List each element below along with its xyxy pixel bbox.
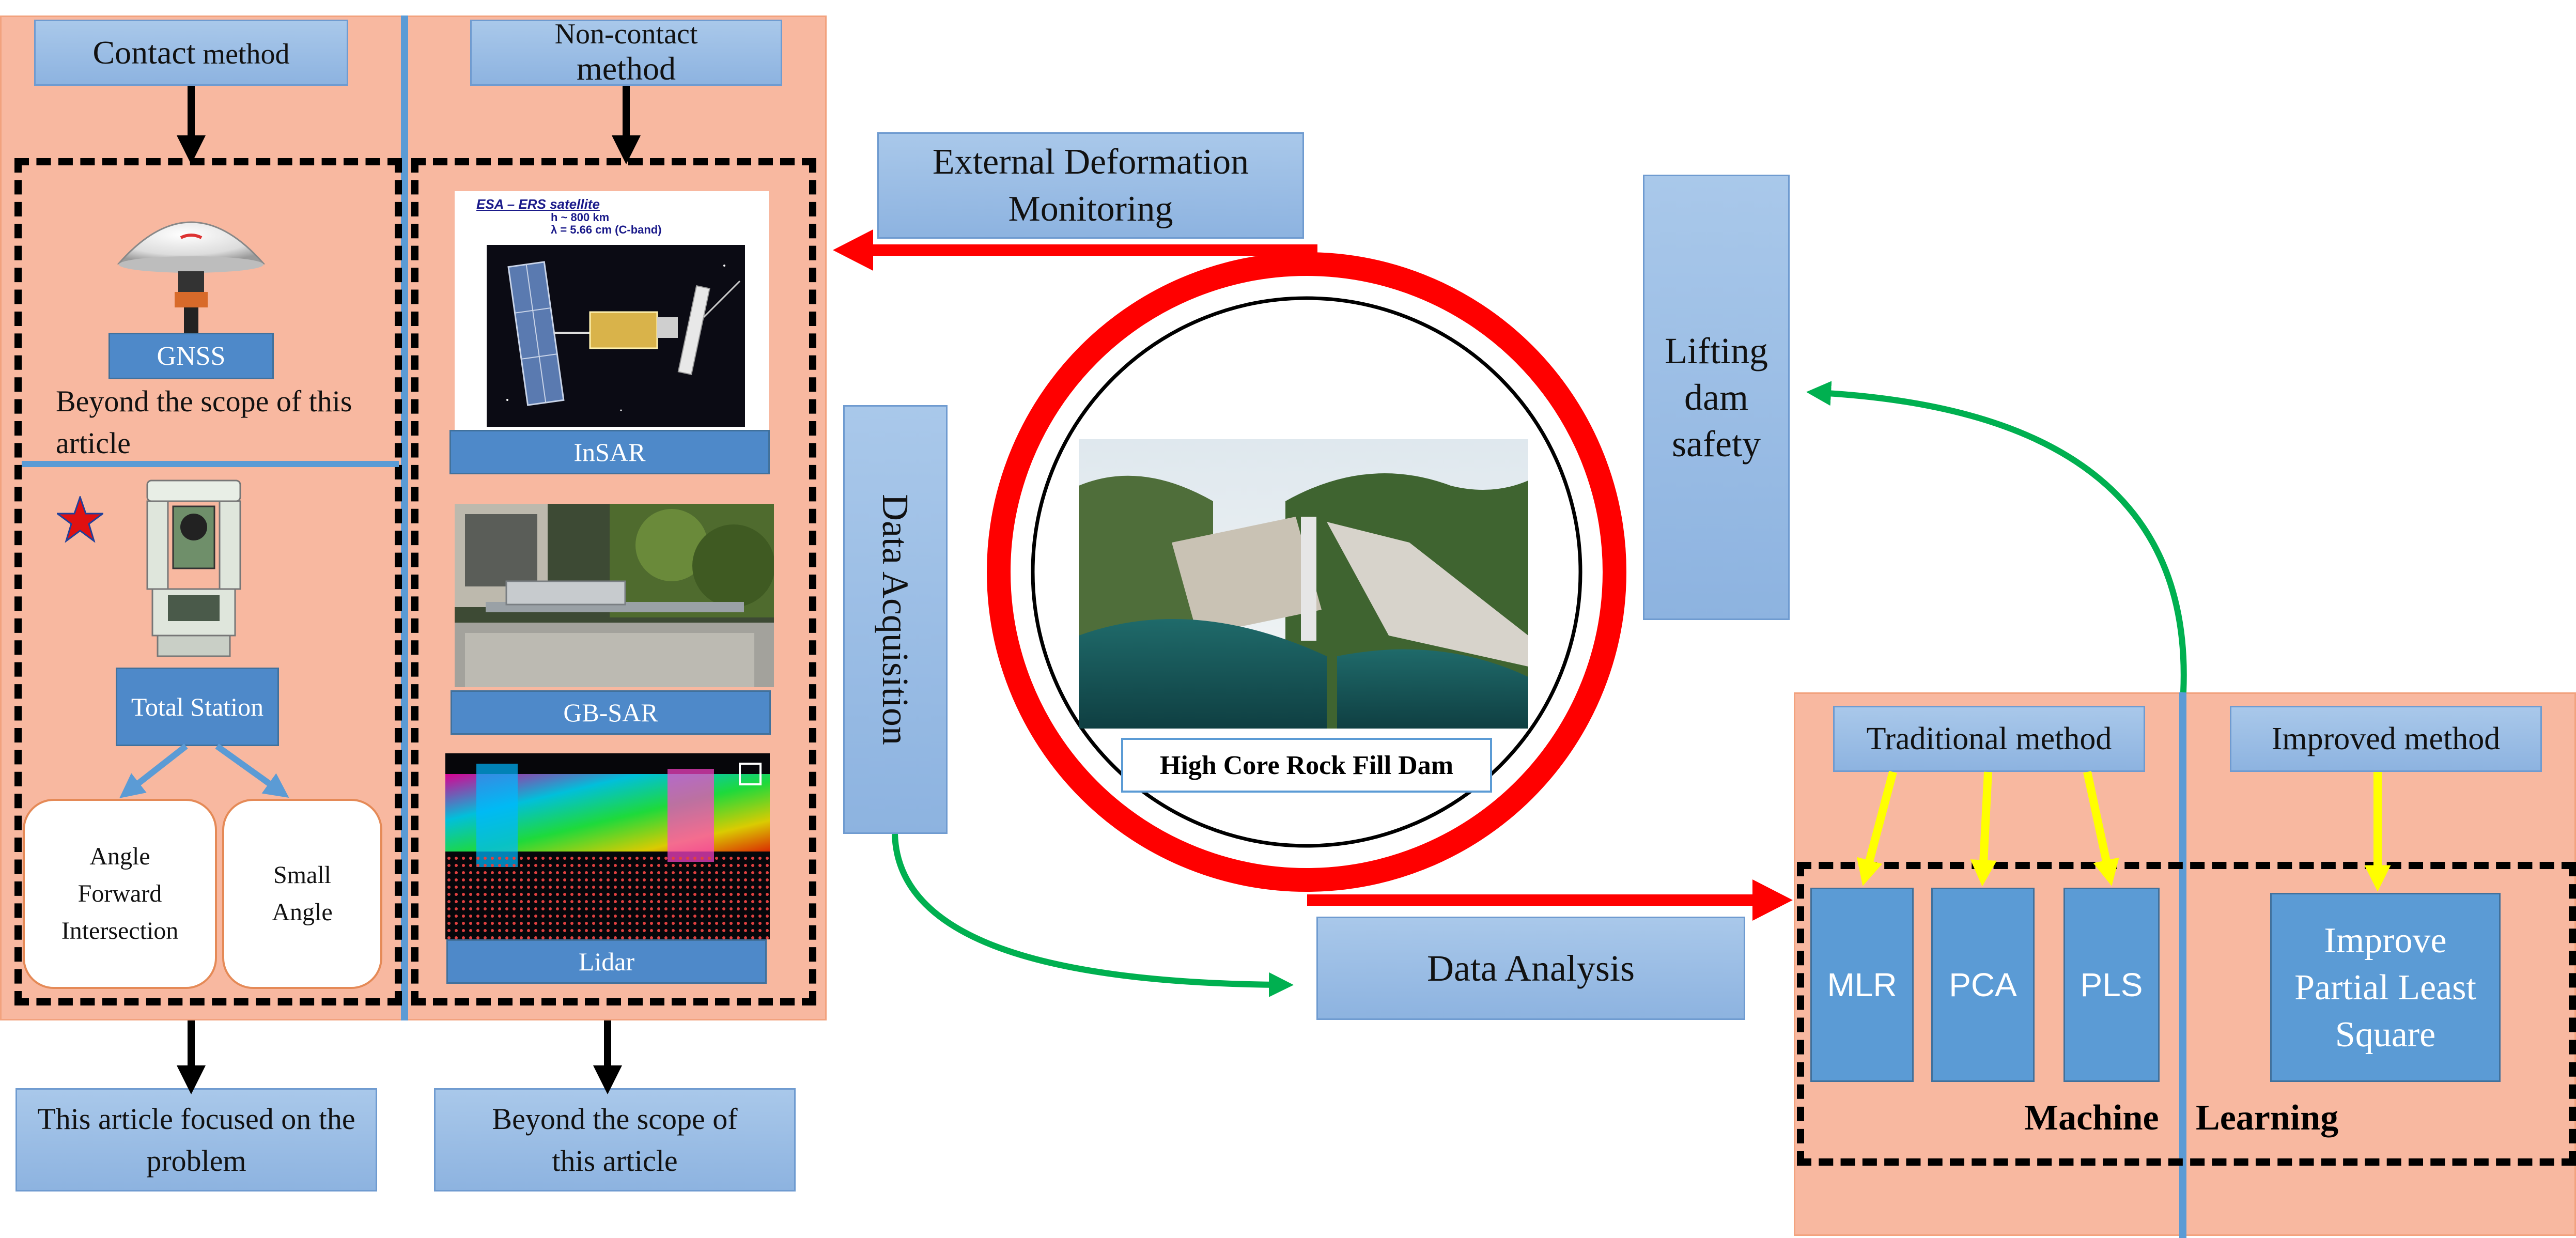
arrow-head-machine-learning (1752, 879, 1793, 921)
gbsar-label-text: GB-SAR (563, 698, 658, 727)
left-vertical-divider (401, 16, 408, 1020)
gbsar-image (455, 504, 774, 687)
arrow-to-angle-forward (119, 744, 188, 798)
learning-label: Learning (2196, 1098, 2339, 1138)
improved-method-header: Improved method (2230, 706, 2542, 772)
insar-label: InSAR (449, 430, 770, 474)
article-focus-text: This article focused on the problem (37, 1102, 355, 1178)
gnss-label-text: GNSS (157, 341, 226, 371)
right-vertical-divider (2179, 692, 2186, 1238)
total-station-label-text: Total Station (131, 692, 264, 721)
lidar-label-text: Lidar (578, 947, 635, 976)
data-acquisition-box: Data Acquisition (843, 405, 948, 834)
insar-image-title: ESA – ERS satellite (476, 196, 600, 212)
contact-header-main: Contact (92, 34, 196, 71)
star-icon (57, 496, 103, 543)
insar-image-line2: λ = 5.66 cm (C-band) (551, 223, 662, 236)
dam-label: High Core Rock Fill Dam (1121, 738, 1492, 793)
lidar-point-cloud-image (445, 753, 770, 939)
data-acquisition-text: Data Acquisition (875, 494, 917, 745)
noncontact-method-header: Non-contact method (470, 18, 782, 87)
satellite-graphic (487, 245, 745, 427)
angle-forward-intersection-card: Angle Forward Intersection (23, 799, 217, 989)
dam-image (1079, 439, 1528, 729)
method-pls-text: PLS (2080, 966, 2143, 1003)
data-analysis-box: Data Analysis (1316, 917, 1745, 1020)
dam-label-text: High Core Rock Fill Dam (1159, 750, 1454, 780)
total-station-image (146, 479, 241, 657)
article-focus-box: This article focused on the problem (15, 1088, 377, 1191)
data-analysis-text: Data Analysis (1427, 947, 1635, 989)
noncontact-header-line2: method (577, 50, 676, 87)
arrow-learning-to-lifting (1806, 381, 2187, 693)
insar-image-line1: h ~ 800 km (551, 211, 610, 224)
angle-forward-text: Angle Forward Intersection (61, 843, 179, 945)
arrow-traditional-to-pls (2083, 771, 2119, 887)
noncontact-header-line1: Non-contact (554, 18, 698, 51)
method-mlr: MLR (1810, 888, 1914, 1082)
arrow-acquisition-to-analysis (892, 833, 1294, 997)
improve-pls-box: Improve Partial Least Square (2270, 893, 2501, 1082)
lifting-dam-safety-box: Lifting dam safety (1643, 175, 1790, 620)
traditional-method-text: Traditional method (1866, 721, 2112, 756)
contact-header-suffix: method (195, 38, 290, 70)
arrow-traditional-to-mlr (1856, 770, 1897, 886)
method-mlr-text: MLR (1827, 966, 1897, 1003)
total-station-label: Total Station (116, 668, 279, 746)
small-angle-text: Small Angle (272, 861, 333, 926)
arrow-traditional-to-pca (1970, 771, 1997, 887)
lifting-dam-safety-text: Lifting dam safety (1665, 330, 1768, 465)
lidar-label: Lidar (446, 939, 767, 984)
external-deformation-text: External Deformation Monitoring (932, 142, 1249, 229)
beyond-scope-box: Beyond the scope of this article (434, 1088, 796, 1191)
gnss-note: Beyond the scope of this article (56, 384, 352, 460)
arrow-head-external-deformation (833, 229, 873, 271)
insar-image: ESA – ERS satellite h ~ 800 km λ = 5.66 … (455, 191, 769, 430)
contact-method-header: Contact method (34, 20, 348, 86)
contact-horizontal-divider (22, 461, 399, 467)
improved-method-text: Improved method (2271, 721, 2501, 756)
method-pls: PLS (2063, 888, 2160, 1082)
insar-label-text: InSAR (573, 438, 646, 467)
external-deformation-box: External Deformation Monitoring (877, 132, 1304, 239)
gnss-label: GNSS (108, 333, 274, 379)
arrow-to-small-angle (215, 744, 289, 798)
contact-dashed-frame (14, 158, 402, 1005)
method-pca: PCA (1931, 888, 2035, 1082)
gnss-antenna-image (117, 221, 266, 336)
beyond-scope-text: Beyond the scope of this article (492, 1102, 738, 1178)
gbsar-label: GB-SAR (451, 690, 771, 735)
method-pca-text: PCA (1949, 966, 2017, 1003)
small-angle-card: Small Angle (222, 799, 382, 989)
improve-pls-text: Improve Partial Least Square (2294, 920, 2476, 1055)
traditional-method-header: Traditional method (1833, 706, 2145, 772)
machine-label: Machine (2024, 1098, 2159, 1138)
